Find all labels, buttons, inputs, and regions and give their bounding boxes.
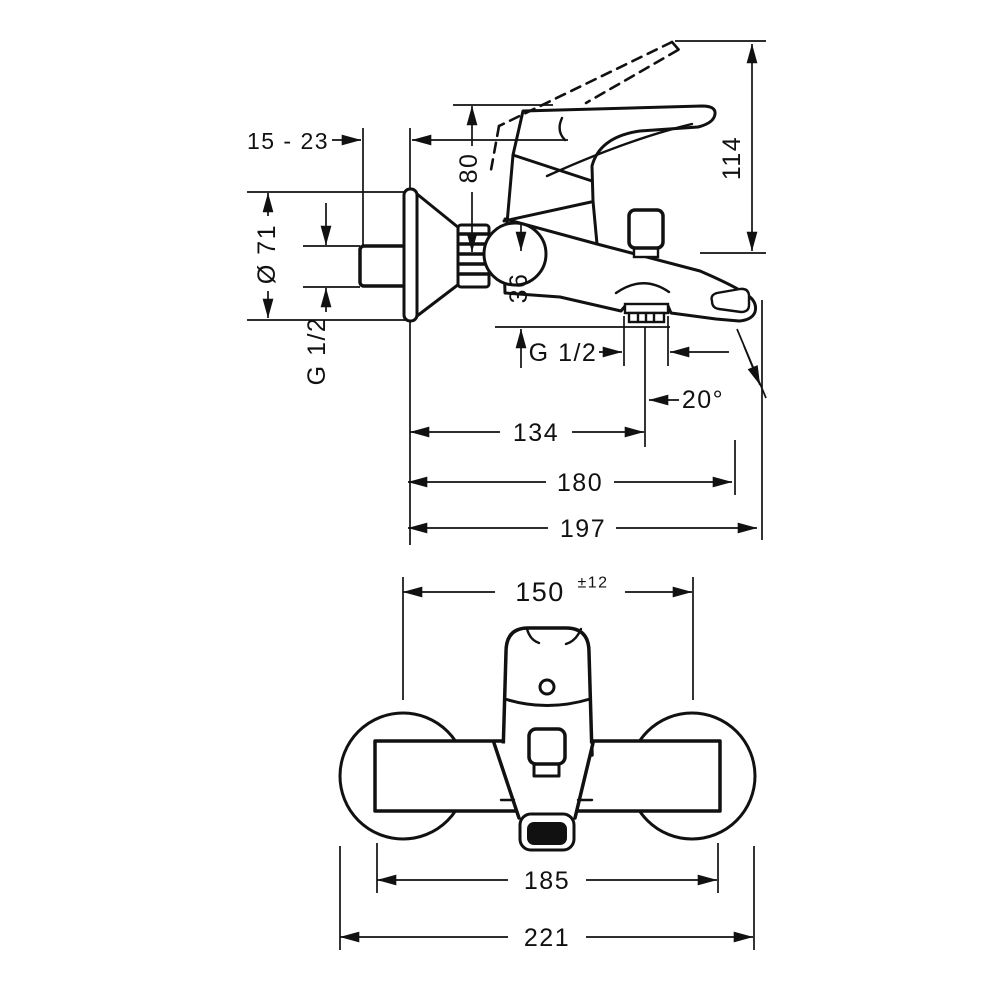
dim-label-150: 150 — [515, 577, 565, 607]
lever-underside-curve — [545, 122, 694, 178]
aerator-black — [527, 822, 567, 845]
dim-label-180: 180 — [557, 469, 603, 497]
body-seam-upper — [511, 153, 594, 183]
spout-body-fill — [494, 743, 593, 818]
top-view-dimensions: 150 ±12 185 221 — [339, 575, 755, 952]
dim-label-221: 221 — [524, 924, 570, 952]
dashed-handle-tip — [670, 40, 681, 52]
handle-corner-curve-left — [525, 627, 541, 645]
spout-dome-curve — [614, 282, 671, 295]
spout-body-side-right — [573, 741, 595, 820]
outlet-plate — [623, 302, 670, 315]
handle-collar-seam — [503, 697, 592, 707]
dim-label-inlet-thread: G 1/2 — [303, 317, 331, 386]
dim-label-134: 134 — [513, 419, 559, 447]
aerator-face — [710, 287, 751, 314]
spout-body-side-left — [492, 741, 521, 820]
escutcheon-cone-bottom — [415, 282, 461, 318]
diverter-knob-top — [527, 727, 567, 766]
dashed-handle-top — [497, 40, 674, 128]
dim-label-outlet-thread: G 1/2 — [529, 339, 598, 367]
lever-detail-curve — [558, 116, 567, 142]
shower-outlet — [623, 302, 670, 324]
dashed-handle-rear — [489, 124, 501, 172]
escutcheon-cone-top — [415, 192, 461, 230]
dim-label-197: 197 — [560, 515, 606, 543]
escutcheon-rim — [402, 187, 419, 323]
top-view: 150 ±12 185 221 — [338, 575, 757, 952]
dim-arrow-angle-line — [743, 345, 761, 386]
body-and-spout-outline — [502, 104, 758, 323]
side-view-dimensions: 15 - 23 Ø 71 G 1/2 80 114 36 G 1/2 20° — [247, 43, 761, 543]
handle-hole — [538, 678, 556, 696]
diverter-knob — [627, 208, 665, 250]
handle-corner-curve-right — [564, 627, 583, 646]
dim-label-wall-depth: 15 - 23 — [247, 128, 329, 154]
body-seam-lower — [502, 200, 593, 223]
dim-label-escutcheon-diameter: Ø 71 — [253, 224, 281, 284]
top-view-fixture — [338, 626, 757, 852]
side-view-fixture — [358, 40, 758, 324]
dim-label-36: 36 — [505, 273, 533, 304]
handle-open-position — [489, 40, 681, 172]
dashed-handle-bottom — [584, 48, 680, 105]
dim-label-185: 185 — [524, 867, 570, 895]
dim-label-80: 80 — [455, 153, 483, 184]
handle-outline — [501, 626, 594, 757]
dim-label-150-tolerance: ±12 — [577, 575, 608, 592]
dim-label-spout-angle: 20° — [682, 386, 724, 414]
ball-joint — [482, 221, 548, 287]
handle-fill — [503, 628, 592, 755]
side-view: 15 - 23 Ø 71 G 1/2 80 114 36 G 1/2 20° — [247, 40, 767, 545]
dim-label-114: 114 — [718, 136, 746, 180]
